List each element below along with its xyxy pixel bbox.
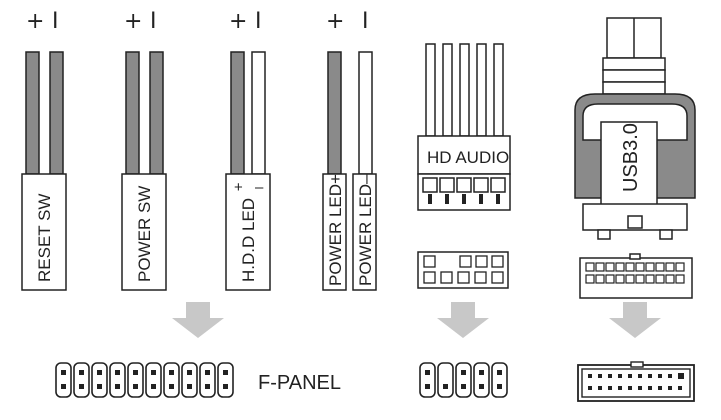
f-panel-pins xyxy=(61,370,228,389)
power-led-positive-plug xyxy=(322,173,347,291)
usb3-label-box xyxy=(600,121,658,207)
hdd-led-connector: + I H.D.D LED + – xyxy=(225,9,271,291)
usb3-ring-3 xyxy=(602,81,666,95)
usb3-pin-layout-key xyxy=(629,253,641,260)
hd-audio-down-arrow xyxy=(437,302,489,338)
reset-sw-wire-positive xyxy=(25,51,40,175)
reset-sw-wire-negative xyxy=(49,51,64,175)
hd-audio-pin-cells xyxy=(422,177,506,193)
usb3-header-pins xyxy=(588,373,684,390)
reset-sw-plug xyxy=(21,173,67,291)
reset-sw-label: RESET SW xyxy=(35,194,54,282)
usb3-ring-2 xyxy=(602,69,666,83)
power-sw-minus-sign: I xyxy=(150,9,157,34)
hdd-led-wire-negative xyxy=(251,51,266,175)
usb3-label: USB3.0 xyxy=(620,123,642,192)
power-sw-connector: + I POWER SW xyxy=(121,9,167,291)
usb3-latch-left xyxy=(597,229,611,240)
f-panel-header xyxy=(55,362,234,398)
hd-audio-pin-markers xyxy=(428,194,500,204)
hdd-led-plug-minus: – xyxy=(255,179,264,196)
usb3-down-arrow xyxy=(609,302,661,338)
hd-audio-header xyxy=(419,362,508,398)
hd-audio-label: HD AUDIO xyxy=(427,148,509,167)
power-led-minus-sign: I xyxy=(362,9,369,34)
usb3-latch-center xyxy=(627,215,643,229)
f-panel-down-arrow xyxy=(172,302,224,338)
reset-sw-plus-sign: + xyxy=(26,9,44,34)
power-sw-plug xyxy=(121,173,167,291)
power-led-plus-sign: + xyxy=(326,9,344,34)
hdd-led-plug-plus: + xyxy=(234,179,243,196)
power-sw-plus-sign: + xyxy=(124,9,142,34)
usb3-latch-right xyxy=(659,229,673,240)
reset-sw-connector: + I RESET SW xyxy=(21,9,67,291)
usb3-connector: USB3.0 xyxy=(574,17,696,299)
hdd-led-wire-positive xyxy=(230,51,245,175)
reset-sw-minus-sign: I xyxy=(52,9,59,34)
power-led-wire-negative xyxy=(358,51,373,175)
hd-audio-wires xyxy=(425,43,504,137)
usb3-pin-squares xyxy=(585,262,685,284)
usb3-header xyxy=(577,361,695,402)
hdd-led-label: H.D.D LED xyxy=(239,198,258,282)
power-led-negative-label: POWER LED– xyxy=(356,174,375,286)
power-sw-label: POWER SW xyxy=(135,186,154,282)
f-panel-label: F-PANEL xyxy=(258,372,341,394)
power-led-positive-label: POWER LED+ xyxy=(326,174,345,286)
power-sw-wire-negative xyxy=(149,51,164,175)
hd-audio-header-pins xyxy=(425,370,502,389)
power-led-negative-plug xyxy=(352,173,377,291)
usb3-ring-1 xyxy=(602,57,666,71)
hdd-led-minus-sign: I xyxy=(255,9,262,34)
power-sw-wire-positive xyxy=(125,51,140,175)
hd-audio-pin-squares xyxy=(423,255,504,284)
power-led-connector: + I POWER LED+ POWER LED– xyxy=(322,9,377,291)
hdd-led-plus-sign: + xyxy=(229,9,247,34)
hdd-led-plug xyxy=(225,173,271,291)
power-led-wire-positive xyxy=(327,51,342,175)
hd-audio-connector: HD AUDIO xyxy=(417,43,511,289)
